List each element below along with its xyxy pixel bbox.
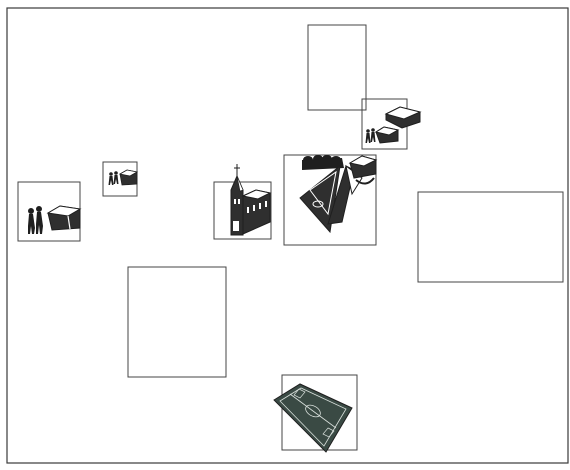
box-center (284, 155, 376, 245)
box-north (308, 25, 366, 110)
box-northeast (362, 99, 420, 149)
people-house-icon (28, 206, 80, 234)
spotlight-crowd-icon (300, 155, 376, 232)
people-houses-icon (366, 107, 421, 143)
box-south (274, 375, 357, 452)
church-icon (231, 164, 270, 235)
box-east (418, 192, 563, 282)
sports-field-icon (274, 384, 352, 452)
box-west (18, 182, 80, 241)
box-southwest (128, 267, 226, 377)
box-church (214, 164, 271, 239)
box-small-west (103, 162, 137, 196)
people-house-icon (109, 170, 138, 185)
